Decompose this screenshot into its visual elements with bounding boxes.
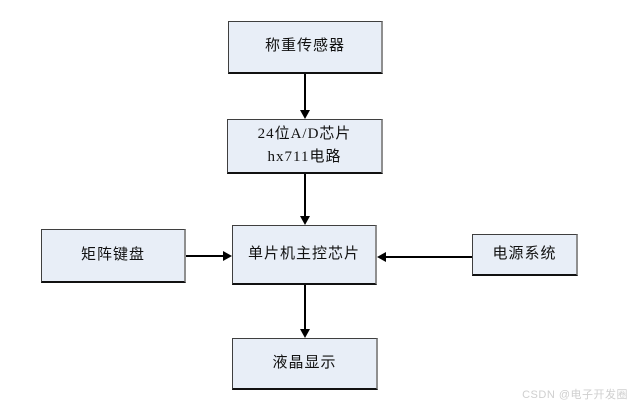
arrowhead-down-icon [300,110,310,119]
node-adc-chip: 24位A/D芯片 hx711电路 [227,119,383,174]
node-matrix-keyboard-label: 矩阵键盘 [80,246,145,263]
watermark-text: CSDN @电子开发圈 [522,389,628,401]
node-weighing-sensor: 称重传感器 [228,21,383,74]
arrow-line [304,285,306,330]
arrowhead-down-icon [300,216,310,225]
arrow-line [186,255,224,257]
arrow-line [304,74,306,111]
node-power-system-label: 电源系统 [492,245,557,262]
arrowhead-left-icon [377,252,386,262]
node-power-system: 电源系统 [472,234,578,276]
node-weighing-sensor-label: 称重传感器 [264,38,345,55]
node-mcu-label: 单片机主控芯片 [247,245,360,262]
arrowhead-right-icon [223,251,232,261]
node-lcd-display: 液晶显示 [232,338,378,390]
node-adc-chip-label: 24位A/D芯片 hx711电路 [257,125,352,165]
arrow-line [304,174,306,217]
node-lcd-display-label: 液晶显示 [272,354,337,371]
arrowhead-down-icon [300,329,310,338]
node-matrix-keyboard: 矩阵键盘 [41,229,186,283]
node-mcu: 单片机主控芯片 [232,225,377,285]
arrow-line [385,256,472,258]
